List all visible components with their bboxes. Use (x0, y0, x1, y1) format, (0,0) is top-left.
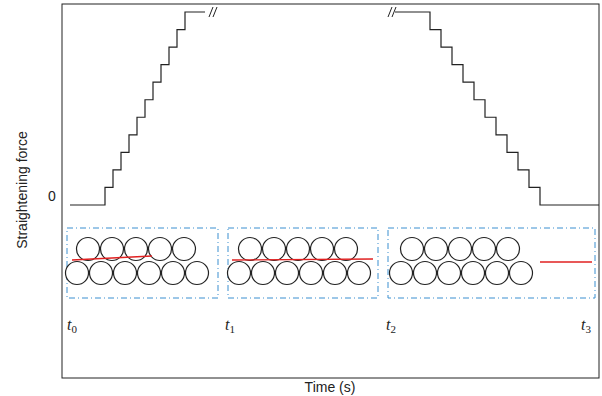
lower-roller (438, 262, 461, 285)
lower-roller (300, 262, 323, 285)
rising-steps (70, 12, 205, 205)
upper-roller (449, 238, 472, 261)
upper-roller (425, 238, 448, 261)
time-mark: t2 (386, 317, 396, 335)
upper-roller (497, 238, 520, 261)
axis-title: Straightening force (15, 131, 29, 249)
time-mark: t3 (581, 317, 591, 335)
time-mark: t0 (67, 317, 77, 335)
lower-roller (390, 262, 413, 285)
workpiece-line (72, 256, 152, 260)
workpiece-line (232, 259, 373, 260)
upper-roller (287, 238, 310, 261)
lower-roller (276, 262, 299, 285)
lower-roller (186, 262, 209, 285)
upper-roller (173, 238, 196, 261)
break-mark (213, 7, 217, 17)
upper-roller (401, 238, 424, 261)
lower-roller (348, 262, 371, 285)
lower-roller (510, 262, 533, 285)
force-curve (70, 7, 599, 205)
break-mark (392, 7, 396, 17)
upper-roller (239, 238, 262, 261)
time-mark: t1 (225, 317, 235, 335)
break-mark (209, 7, 213, 17)
lower-roller (252, 262, 275, 285)
lower-roller (90, 262, 113, 285)
lower-roller (66, 262, 89, 285)
lower-roller (462, 262, 485, 285)
lower-roller (162, 262, 185, 285)
falling-steps (395, 12, 599, 205)
upper-roller (263, 238, 286, 261)
break-mark (388, 7, 392, 17)
upper-roller (473, 238, 496, 261)
plot-frame (62, 4, 599, 378)
origin-label: 0 (48, 189, 56, 203)
dashed-panel (388, 228, 595, 298)
dashed-panel (228, 228, 378, 298)
upper-roller (311, 238, 334, 261)
lower-roller (486, 262, 509, 285)
upper-roller (77, 238, 100, 261)
lower-roller (414, 262, 437, 285)
lower-roller (324, 262, 347, 285)
dashed-panel (67, 228, 218, 298)
workpiece-line (540, 261, 592, 262)
lower-roller (138, 262, 161, 285)
axis-title: Time (s) (305, 380, 356, 394)
roller-panels (66, 228, 596, 298)
lower-roller (228, 262, 251, 285)
upper-roller (335, 238, 358, 261)
lower-roller (114, 262, 137, 285)
upper-roller (149, 238, 172, 261)
